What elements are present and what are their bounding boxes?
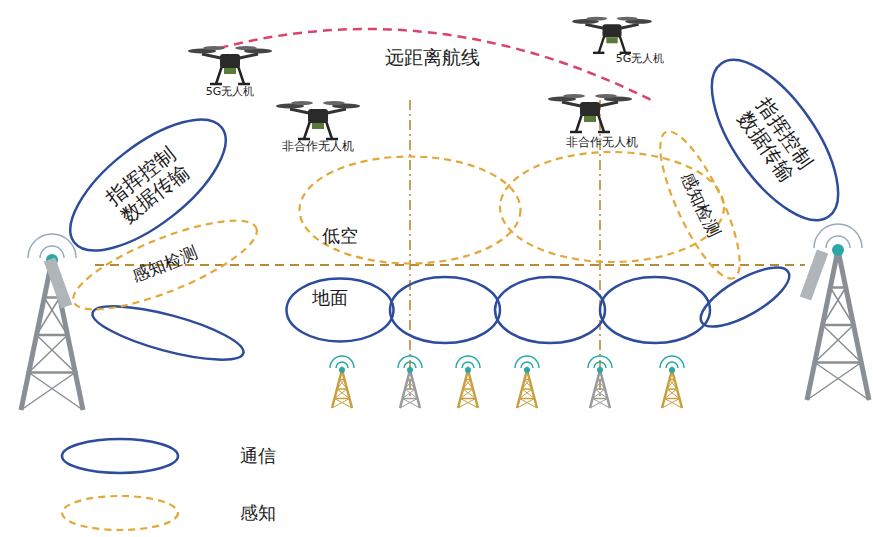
drone-icon	[276, 101, 360, 139]
comm-ellipse	[693, 256, 798, 337]
flight-route	[205, 29, 655, 102]
zone-label: 指挥控制 数据传输	[731, 91, 819, 189]
zone-label: 低空	[313, 226, 367, 247]
drone-label: 非合作无人机	[563, 134, 641, 151]
cell-divider	[409, 100, 411, 400]
small-station	[330, 356, 354, 408]
comm-zone: 指挥控制 数据传输	[48, 94, 248, 276]
drone-icon	[188, 46, 272, 84]
small-station	[515, 356, 539, 408]
comm-ellipse	[600, 277, 710, 343]
base-station	[21, 234, 83, 410]
drone-label: 5G无人机	[203, 84, 258, 99]
zone-label: 地面	[303, 288, 357, 309]
route-label: 远距离航线	[382, 45, 483, 71]
drone-icon	[548, 94, 632, 132]
base-station	[800, 224, 869, 400]
small-station	[456, 356, 480, 408]
small-station	[660, 356, 684, 408]
zone-label: 指挥控制 数据传输	[99, 140, 197, 230]
drone-icon	[572, 17, 652, 53]
small-station	[398, 356, 422, 408]
comm-ellipse	[495, 277, 605, 343]
comm-ellipse	[88, 295, 248, 370]
zone-label: 感知检测	[673, 162, 727, 247]
legend-text: 感知	[240, 501, 276, 525]
legend-swatch	[62, 439, 178, 473]
comm-zone: 地面	[285, 277, 395, 343]
legend-swatch	[62, 496, 178, 530]
drone-label: 5G无人机	[613, 51, 668, 66]
drone-label: 非合作无人机	[279, 138, 357, 155]
small-station	[588, 356, 612, 408]
altitude-divider	[95, 264, 805, 266]
zone-outline	[298, 155, 522, 265]
zone-label: 感知检测	[122, 240, 208, 290]
sense-zone: 低空	[298, 155, 522, 265]
comm-ellipse	[390, 277, 500, 343]
legend-text: 通信	[240, 444, 276, 468]
